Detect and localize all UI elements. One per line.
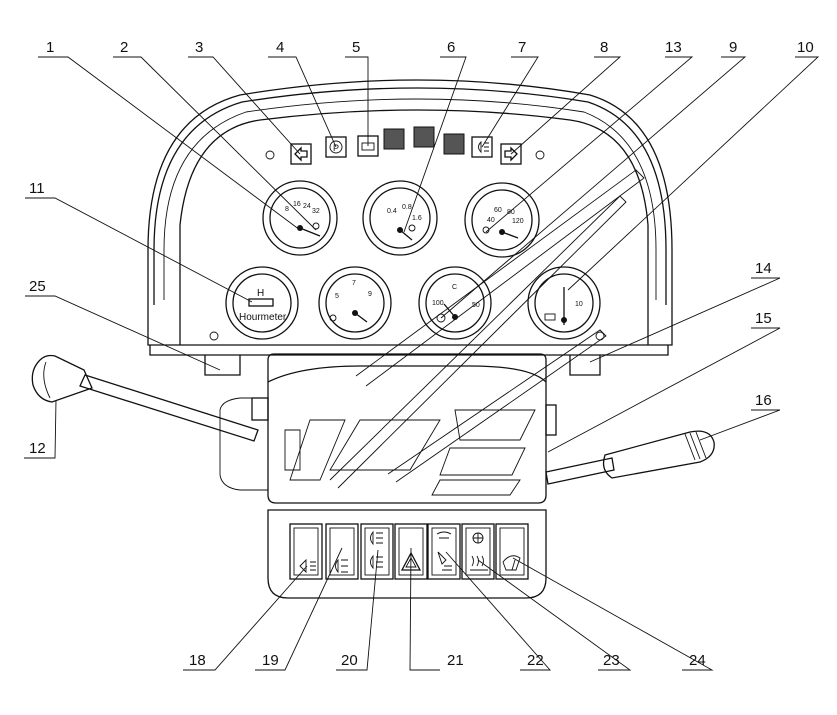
rocker-switch-fog-lamp [289, 523, 323, 580]
svg-text:C: C [452, 284, 457, 291]
left-stalk-lever [31, 354, 259, 442]
svg-text:Hourmeter: Hourmeter [239, 312, 287, 323]
hourmeter-gauge: H Hourmeter [225, 266, 299, 340]
steering-column-shroud [219, 353, 557, 504]
svg-text:7: 7 [352, 280, 356, 287]
callout-12: 12 [29, 440, 46, 457]
right-stalk-lever [545, 430, 715, 485]
svg-text:H: H [257, 288, 264, 299]
callout-13: 13 [665, 39, 682, 56]
rocker-switch-wiper [495, 523, 529, 580]
svg-text:40: 40 [487, 217, 495, 224]
parking-brake-lamp-icon [325, 136, 347, 158]
callout-1: 1 [46, 39, 54, 56]
high-beam-lamp-icon [471, 136, 493, 158]
gauge-1-needle [299, 227, 321, 237]
svg-text:120: 120 [512, 218, 524, 225]
svg-text:1.6: 1.6 [412, 215, 422, 222]
blank-lamp-2-icon [413, 126, 435, 148]
callout-11: 11 [29, 180, 45, 197]
hourmeter-counter-window [248, 298, 274, 307]
rocker-switch-fan [461, 523, 495, 580]
callout-7: 7 [518, 39, 526, 56]
rocker-switch-beam-select [360, 523, 394, 580]
svg-text:0.8: 0.8 [402, 204, 412, 211]
svg-text:60: 60 [494, 207, 502, 214]
callout-21: 21 [447, 652, 464, 669]
callout-16: 16 [755, 392, 772, 409]
svg-text:80: 80 [507, 209, 515, 216]
callout-24: 24 [689, 652, 706, 669]
callout-19: 19 [262, 652, 279, 669]
gauge-6: 10 [527, 266, 601, 340]
blank-lamp-1-icon [383, 128, 405, 150]
callout-18: 18 [189, 652, 206, 669]
left-turn-indicator-icon [290, 143, 312, 165]
svg-text:50: 50 [472, 302, 480, 309]
gauge-2: 0.4 0.8 1.6 [362, 180, 438, 256]
callout-5: 5 [352, 39, 360, 56]
svg-text:100: 100 [432, 300, 444, 307]
callout-9: 9 [729, 39, 737, 56]
svg-text:5: 5 [335, 293, 339, 300]
right-turn-indicator-icon [500, 143, 522, 165]
warning-lamp-row: P [290, 126, 522, 165]
callout-10: 10 [797, 39, 814, 56]
rocker-switch-headlamp [325, 523, 359, 580]
callout-labels: 1 2 3 4 5 6 7 8 13 9 10 11 14 25 15 16 1… [29, 39, 814, 669]
gauge-3: 40 60 80 120 [464, 182, 540, 258]
dashboard-housing [147, 79, 673, 376]
callout-2: 2 [120, 39, 128, 56]
callout-4: 4 [276, 39, 284, 56]
svg-text:16: 16 [293, 201, 301, 208]
callout-20: 20 [341, 652, 358, 669]
callout-22: 22 [527, 652, 544, 669]
rocker-switch-work-lamp [427, 523, 461, 580]
svg-text:24: 24 [303, 203, 311, 210]
callout-23: 23 [603, 652, 620, 669]
gauge-4: 5 7 9 [318, 266, 392, 340]
svg-text:9: 9 [368, 291, 372, 298]
gauge-1: 8 16 24 32 [262, 180, 338, 256]
callout-15: 15 [755, 310, 772, 327]
callout-14: 14 [755, 260, 772, 277]
svg-text:P: P [333, 143, 339, 153]
callout-25: 25 [29, 278, 46, 295]
callout-6: 6 [447, 39, 455, 56]
svg-text:8: 8 [285, 206, 289, 213]
svg-text:0.4: 0.4 [387, 208, 397, 215]
leader-lines [24, 56, 820, 671]
callout-8: 8 [600, 39, 608, 56]
blank-lamp-3-icon [443, 133, 465, 155]
svg-text:32: 32 [312, 208, 320, 215]
callout-3: 3 [195, 39, 203, 56]
svg-text:10: 10 [575, 301, 583, 308]
switch-panel [267, 509, 547, 599]
